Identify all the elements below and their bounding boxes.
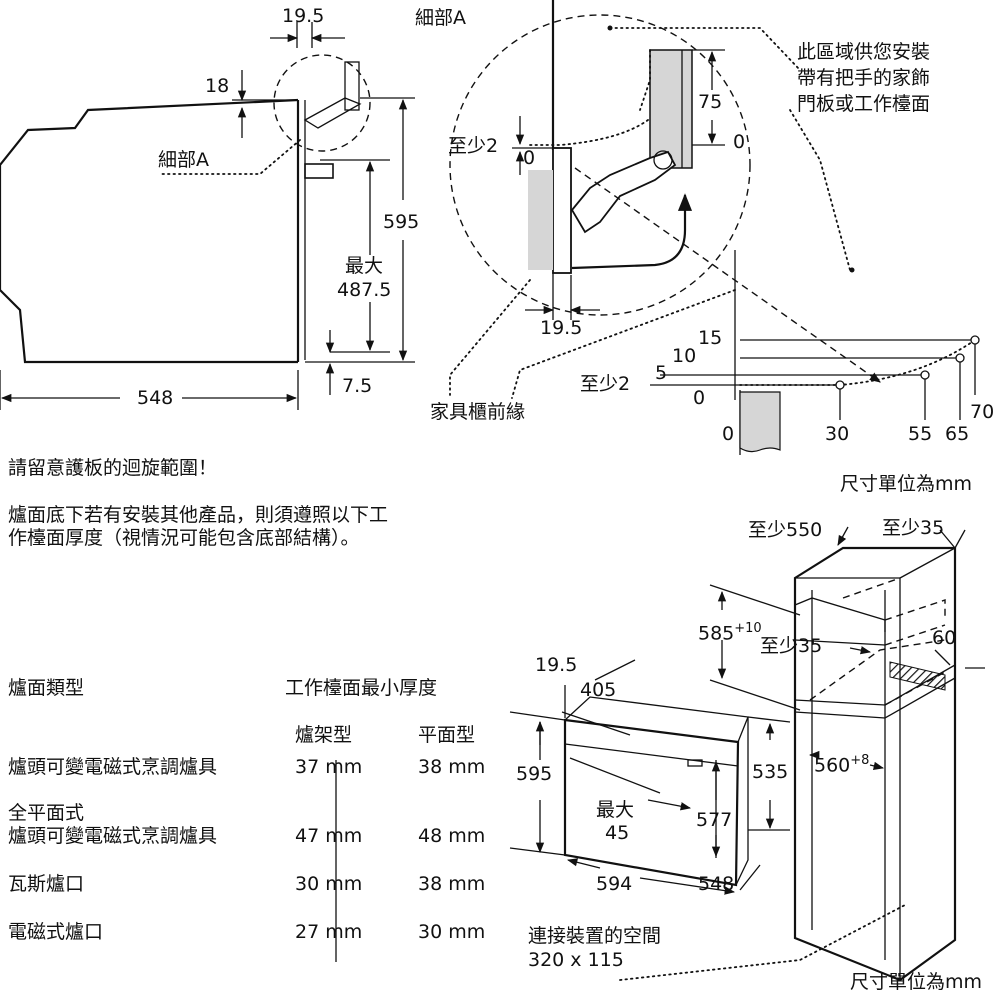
table-row-1-type: 爐頭可變電磁式烹調爐具 bbox=[8, 756, 218, 778]
dim-75: 75 bbox=[698, 91, 723, 113]
dim-top-gap: 19.5 bbox=[282, 5, 325, 27]
dim-panel: 18 bbox=[205, 75, 230, 97]
table-row-4-frame: 27 mm bbox=[295, 921, 363, 943]
oven-body-outline bbox=[0, 98, 299, 364]
door-panel bbox=[649, 49, 693, 169]
hinge-arm bbox=[303, 97, 362, 129]
dim-0: 0 bbox=[733, 131, 746, 153]
oven-top-face bbox=[564, 696, 749, 743]
install-note-line-1: 爐面底下若有安裝其他產品，則須遵照以下工 bbox=[8, 504, 389, 526]
detail-title: 細部A bbox=[415, 7, 466, 29]
table-row-3-type: 瓦斯爐口 bbox=[8, 873, 85, 895]
table-header-thickness: 工作檯面最小厚度 bbox=[285, 677, 438, 699]
table-row-1-frame: 37 mm bbox=[295, 756, 363, 778]
table-col-frame: 爐架型 bbox=[295, 724, 353, 746]
cabinet-min-35: 至少35 bbox=[760, 635, 823, 657]
dim-depth: 548 bbox=[137, 387, 174, 409]
scale-x-30: 30 bbox=[825, 423, 850, 445]
units-bottom: 尺寸單位為mm bbox=[850, 971, 983, 993]
cabinet-dim-560-value: 560 bbox=[814, 754, 851, 777]
install-note-line-2: 作檯面厚度（視情況可能包含底部結構）。 bbox=[8, 527, 360, 549]
swing-path bbox=[739, 339, 976, 386]
side-view bbox=[0, 22, 415, 410]
table-row-2-type-line-1: 全平面式 bbox=[8, 802, 85, 824]
note-line-3: 門板或工作檯面 bbox=[797, 93, 931, 115]
connection-box bbox=[889, 661, 946, 691]
scale-origin: 0 bbox=[722, 423, 735, 445]
swing-warning: 請留意護板的迴旋範圍！ bbox=[8, 457, 218, 479]
scale-x-70: 70 bbox=[970, 401, 995, 423]
oven-isometric bbox=[509, 659, 906, 981]
oven-body-detail bbox=[528, 170, 553, 270]
cabinet-dim-585: 585+10 bbox=[698, 621, 762, 645]
cabinet-dim-585-tol: +10 bbox=[734, 621, 762, 636]
detail-zero: 0 bbox=[523, 147, 536, 169]
max-value: 487.5 bbox=[337, 279, 392, 301]
scale-x-55: 55 bbox=[908, 423, 933, 445]
table-header-type: 爐面類型 bbox=[8, 677, 85, 699]
table-row-2-type: 爐頭可變電磁式烹調爐具 bbox=[8, 825, 218, 847]
table-row-2-frame: 47 mm bbox=[295, 825, 363, 847]
cabinet-front-label: 家具櫃前緣 bbox=[430, 401, 526, 423]
dim-19-5-detail: 19.5 bbox=[540, 317, 583, 339]
connection-value: 320 x 115 bbox=[528, 949, 624, 971]
scale-min-label: 至少2 bbox=[580, 373, 631, 395]
cabinet-dim-585-value: 585 bbox=[698, 622, 735, 645]
table-row-4-type: 電磁式爐口 bbox=[8, 921, 104, 943]
scale-y-10: 10 bbox=[672, 345, 697, 367]
oven-dim-595: 595 bbox=[516, 763, 553, 785]
scale-y-0: 0 bbox=[693, 387, 706, 409]
cabinet-outline bbox=[793, 546, 957, 982]
detail-min-label: 至少2 bbox=[448, 135, 499, 157]
cabinet-dim-60: 60 bbox=[932, 627, 957, 649]
swing-arrow bbox=[571, 193, 693, 270]
swing-scale bbox=[574, 167, 980, 455]
detail-view bbox=[449, 0, 855, 399]
oven-dim-19-5: 19.5 bbox=[535, 654, 578, 676]
dim-height: 595 bbox=[383, 211, 420, 233]
oven-dim-577: 577 bbox=[696, 809, 733, 831]
table-row-2-flat: 48 mm bbox=[418, 825, 486, 847]
table-row-1-flat: 38 mm bbox=[418, 756, 486, 778]
cabinet-isometric bbox=[709, 526, 985, 982]
detail-large-circle bbox=[449, 14, 751, 316]
oven-dim-594: 594 bbox=[596, 873, 633, 895]
oven-front-detail bbox=[552, 147, 572, 274]
scale-y-15: 15 bbox=[698, 327, 723, 349]
dim-bottom: 7.5 bbox=[342, 375, 373, 397]
note-line-2: 帶有把手的家飾 bbox=[797, 67, 931, 89]
hinge-detail bbox=[570, 150, 677, 234]
table-row-3-flat: 38 mm bbox=[418, 873, 486, 895]
max-label: 最大 bbox=[345, 255, 384, 277]
oven-max-label: 最大 bbox=[596, 799, 635, 821]
scale-x-65: 65 bbox=[945, 423, 970, 445]
cabinet-min-550: 至少550 bbox=[748, 519, 823, 541]
detail-circle bbox=[273, 54, 371, 152]
oven-dim-405: 405 bbox=[580, 679, 617, 701]
detail-leader bbox=[159, 139, 301, 175]
cabinet-section bbox=[739, 391, 781, 453]
oven-max-value: 45 bbox=[605, 822, 630, 844]
cabinet-dim-560-tol: +8 bbox=[850, 753, 870, 768]
oven-dim-535: 535 bbox=[752, 761, 789, 783]
units-top: 尺寸單位為mm bbox=[840, 473, 973, 495]
table-col-flat: 平面型 bbox=[418, 724, 476, 746]
note-line-1: 此區域供您安裝 bbox=[797, 41, 931, 63]
scale-y-5: 5 bbox=[655, 362, 668, 384]
oven-handle bbox=[304, 163, 334, 179]
table-row-3-frame: 30 mm bbox=[295, 873, 363, 895]
table-row-4-flat: 30 mm bbox=[418, 921, 486, 943]
detail-label: 細部A bbox=[158, 149, 209, 171]
cabinet-dim-560: 560+8 bbox=[814, 753, 870, 777]
connection-label: 連接裝置的空間 bbox=[528, 925, 662, 947]
cabinet-min-35-top: 至少35 bbox=[882, 517, 945, 539]
clearance-zone bbox=[609, 27, 801, 71]
oven-dim-548: 548 bbox=[698, 873, 735, 895]
oven-front-face bbox=[563, 718, 740, 887]
